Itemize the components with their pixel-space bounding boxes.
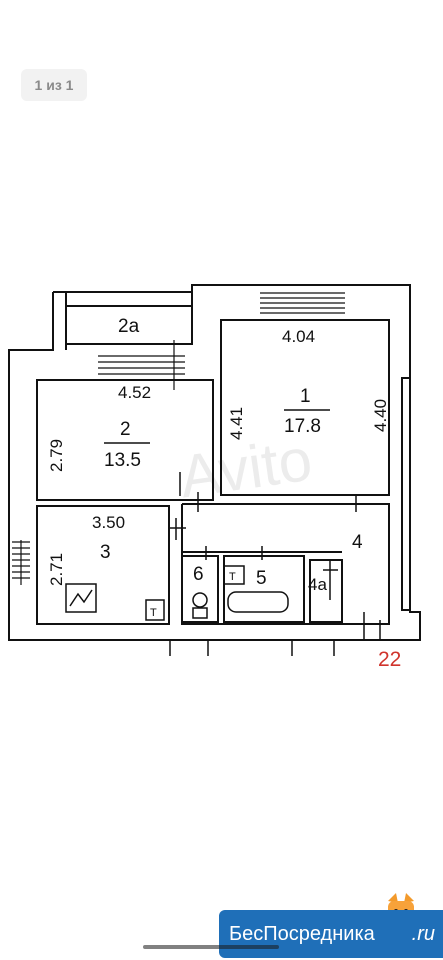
room-1-area: 17.8 [284, 416, 321, 437]
room-3-width-dim: 3.50 [92, 513, 125, 532]
room-4-label: 4 [352, 532, 363, 553]
room-1-number: 1 [300, 386, 311, 407]
room-6-label: 6 [193, 564, 204, 585]
room-1-right-dim: 4.40 [371, 399, 390, 432]
room-5-label: 5 [256, 568, 267, 589]
room-2-area: 13.5 [104, 450, 141, 471]
stove-icon [65, 583, 97, 613]
brand-banner[interactable]: БесПосредника .ru [219, 910, 443, 958]
corner-number: 22 [378, 648, 401, 671]
door-marks [169, 472, 381, 656]
svg-text:T: T [229, 571, 236, 583]
brand-domain: .ru [411, 922, 435, 945]
windows [12, 292, 345, 585]
fixtures: T T [65, 565, 289, 621]
bathtub-icon [227, 591, 289, 613]
sink-icon [145, 599, 165, 621]
room-1-left-dim: 4.41 [227, 407, 246, 440]
toilet-icon [192, 592, 208, 608]
washbasin-icon [223, 565, 245, 585]
room-2-width-dim: 4.52 [118, 383, 151, 402]
room-2a-label: 2a [118, 316, 140, 337]
room-3-height-dim: 2.71 [47, 553, 66, 586]
brand-name: БесПосредника [229, 922, 375, 945]
room-4a-label: 4a [308, 575, 327, 594]
page-counter: 1 из 1 [21, 69, 87, 101]
room-2-number: 2 [120, 419, 131, 440]
home-indicator[interactable] [143, 945, 279, 949]
svg-text:T: T [150, 607, 157, 619]
room-2-height-dim: 2.79 [47, 439, 66, 472]
room-1-width-dim: 4.04 [282, 327, 315, 346]
room-3-label: 3 [100, 542, 111, 563]
